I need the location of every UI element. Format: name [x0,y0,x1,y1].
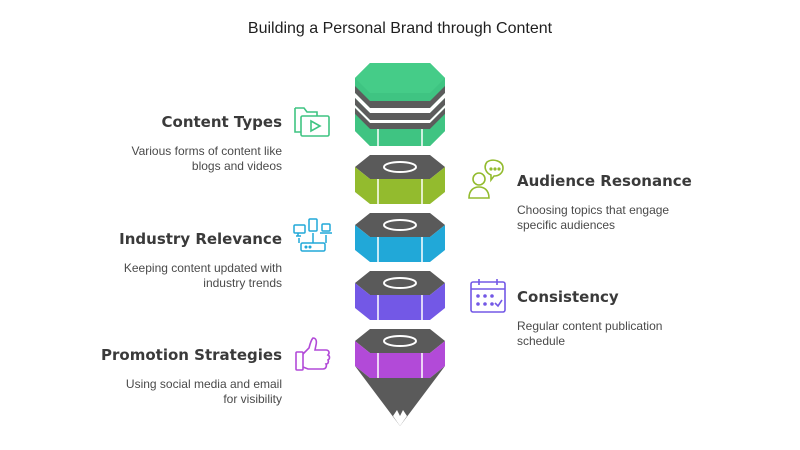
calendar-icon [469,277,507,315]
item-description: Various forms of content like blogs and … [131,144,282,173]
item-title: Content Types [161,113,282,131]
item-content-types: Content Types Various forms of content l… [131,113,282,174]
item-description: Keeping content updated with industry tr… [123,261,282,290]
pencil-segment-consistency [355,271,445,320]
video-folder-icon [293,104,331,138]
pencil-segment-audience [355,155,445,204]
devices-network-icon [292,217,334,257]
item-industry-relevance: Industry Relevance Keeping content updat… [119,230,282,291]
item-description: Choosing topics that engage specific aud… [517,203,670,232]
item-description: Regular content publication schedule [517,319,663,348]
pencil-cap [355,63,445,146]
item-consistency: Consistency Regular content publication … [517,288,662,349]
pencil-segment-promotion [355,329,445,426]
person-chat-icon [467,159,507,201]
thumbs-up-icon [294,336,332,374]
item-description: Using social media and email for visibil… [125,377,282,406]
pencil-segment-industry [355,213,445,262]
item-promotion-strategies: Promotion Strategies Using social media … [101,346,282,407]
item-title: Consistency [517,288,619,306]
item-audience-resonance: Audience Resonance Choosing topics that … [517,172,692,233]
item-title: Promotion Strategies [101,346,282,364]
item-title: Industry Relevance [119,230,282,248]
diagram-title: Building a Personal Brand through Conten… [247,20,553,37]
item-title: Audience Resonance [517,172,692,190]
